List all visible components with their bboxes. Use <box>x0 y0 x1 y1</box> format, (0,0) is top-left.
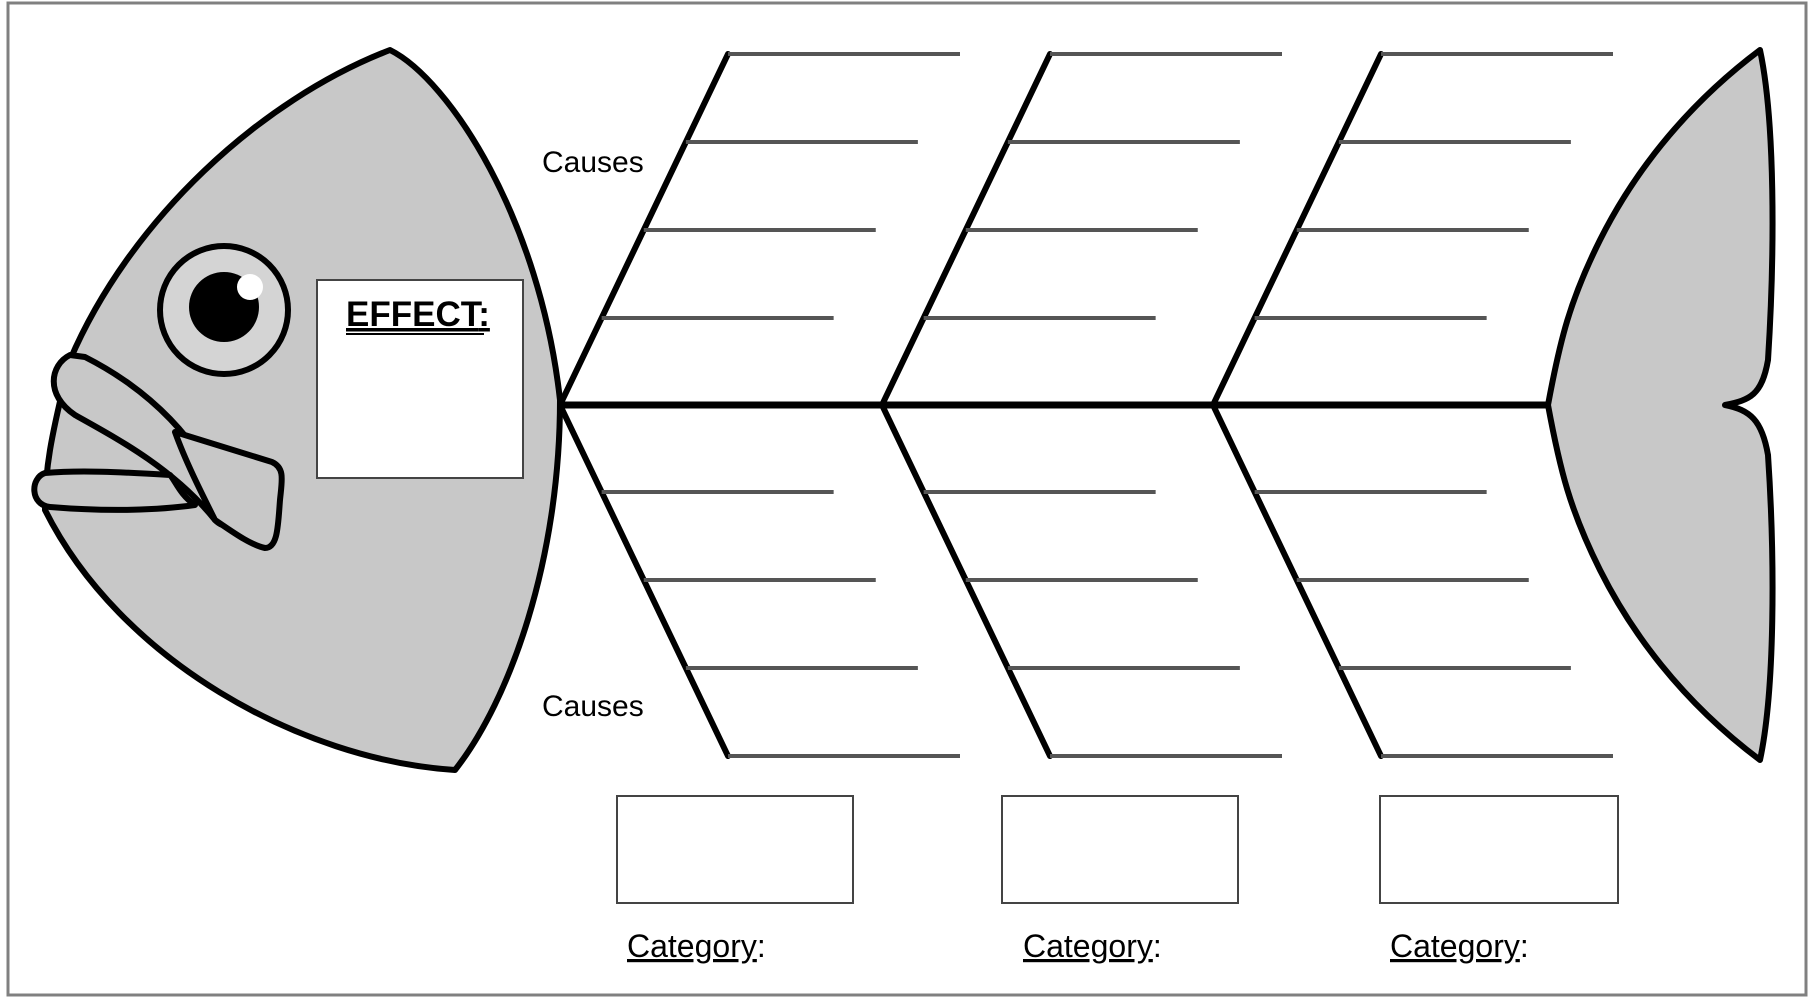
fish-tail <box>1545 47 1776 763</box>
effect-label: EFFECT: <box>346 295 490 334</box>
category-label-1-text: Category <box>627 928 757 964</box>
causes-label-top: Causes <box>542 146 644 179</box>
category-label-3: Category: <box>1390 928 1529 964</box>
category-label-2-colon: : <box>1153 928 1162 964</box>
eye <box>157 243 291 377</box>
effect-label-text: EFFECT <box>346 295 482 334</box>
category-label-1-colon: : <box>757 928 766 964</box>
head-outline <box>42 47 563 773</box>
category-label-2: Category: <box>1023 928 1162 964</box>
page-frame <box>6 1 1808 997</box>
fish-head: EFFECT: <box>31 47 563 773</box>
category-label-3-text: Category <box>1390 928 1520 964</box>
cheek-fin <box>172 429 285 551</box>
category-box-3[interactable] <box>1379 795 1619 904</box>
bones <box>557 51 1613 759</box>
eye-glint <box>237 274 263 300</box>
effect-label-colon: : <box>478 295 490 334</box>
category-label-2-text: Category <box>1023 928 1153 964</box>
lower-jaw <box>31 468 198 513</box>
causes-label-bottom: Causes <box>542 690 644 723</box>
category-box-2[interactable] <box>1001 795 1239 904</box>
category-label-1: Category: <box>627 928 766 964</box>
effect-box <box>316 279 524 479</box>
category-box-1[interactable] <box>616 795 854 904</box>
category-label-3-colon: : <box>1520 928 1529 964</box>
